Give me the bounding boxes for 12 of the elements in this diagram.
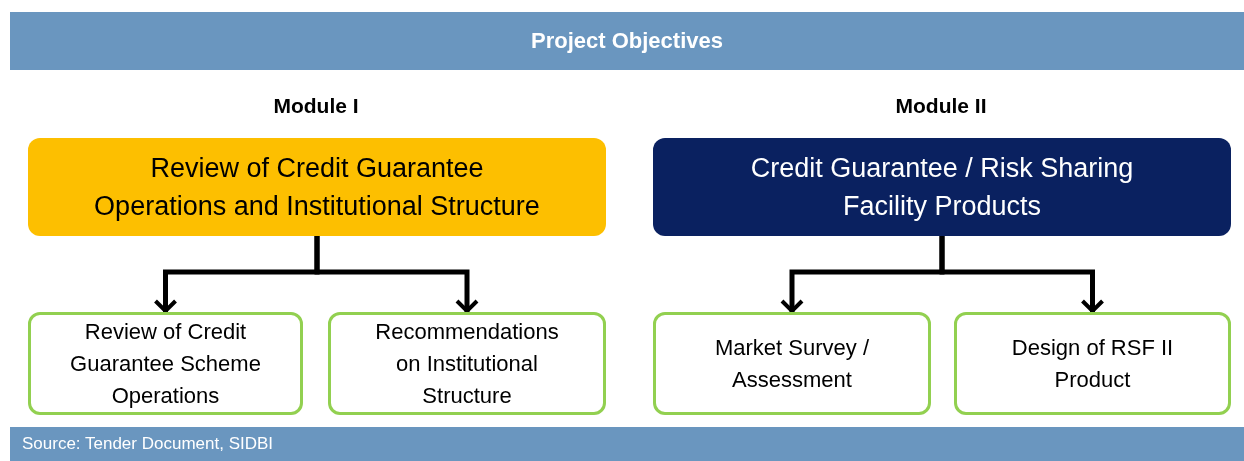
- sub-objective-box: Market Survey / Assessment: [653, 312, 931, 415]
- connector-arrow: [939, 236, 1105, 313]
- module-box: Credit Guarantee / Risk Sharing Facility Products: [653, 138, 1231, 236]
- sub-objective-box: Design of RSF II Product: [954, 312, 1231, 415]
- sub-objective-box: Recommendations on Institutional Structure: [328, 312, 606, 415]
- title-banner: Project Objectives: [10, 12, 1244, 70]
- module-heading: Module II: [894, 93, 988, 119]
- sub-objective-box: Review of Credit Guarantee Scheme Operations: [28, 312, 303, 415]
- source-footer: Source: Tender Document, SIDBI: [10, 427, 1244, 461]
- module-box: Review of Credit Guarantee Operations and Institutional Structure: [28, 138, 606, 236]
- connector-arrow: [314, 236, 479, 313]
- module-heading: Module I: [272, 93, 360, 119]
